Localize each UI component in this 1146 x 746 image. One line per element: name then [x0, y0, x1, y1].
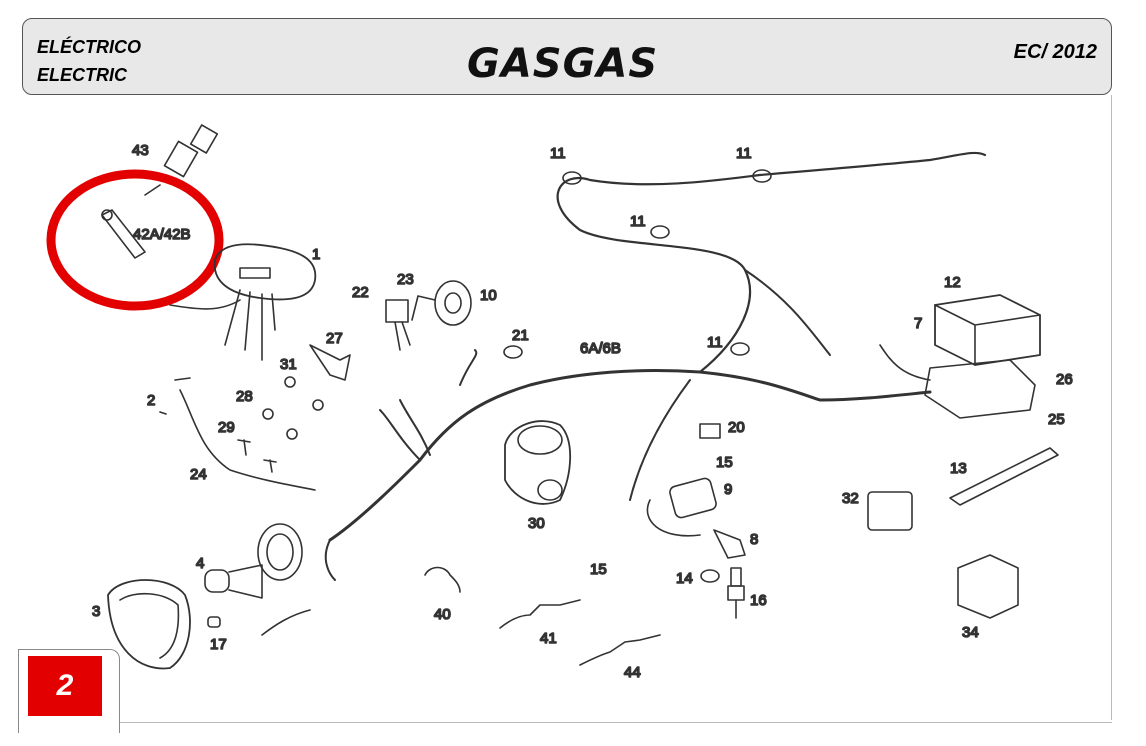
callout-25: 25 — [1048, 411, 1065, 428]
spark-plug-16 — [727, 567, 745, 619]
harness-branch-down — [629, 379, 691, 501]
callout-10: 10 — [480, 287, 497, 304]
clamp-11c — [650, 225, 670, 239]
connector-43 — [144, 124, 219, 196]
callout-40: 40 — [434, 606, 451, 623]
wire-clip-44 — [579, 634, 661, 666]
strap-13 — [949, 447, 1059, 506]
section-title-es: ELÉCTRICO — [37, 37, 142, 57]
section-title-en: ELECTRIC — [37, 65, 127, 85]
main-harness — [328, 369, 932, 542]
page-header: ELÉCTRICO ELECTRIC GASGAS EC/ 2012 — [22, 18, 1112, 95]
terminal-2 — [159, 377, 191, 415]
bracket-27 — [309, 344, 351, 381]
hardware-28-29 — [237, 376, 324, 473]
harness-headlight-branch — [324, 539, 336, 581]
callout-11d: 11 — [707, 334, 723, 351]
clip-40 — [424, 566, 461, 593]
callout-43: 43 — [132, 142, 149, 159]
callout-3: 3 — [92, 603, 100, 620]
callout-11a: 11 — [550, 145, 566, 162]
section-title: ELÉCTRICO ELECTRIC — [37, 33, 141, 89]
callout-27: 27 — [326, 330, 343, 347]
callout-30: 30 — [528, 515, 545, 532]
clamp-11d — [730, 342, 750, 356]
callout-1: 1 — [312, 246, 320, 263]
callout-20: 20 — [728, 419, 745, 436]
callout-29: 29 — [218, 419, 235, 436]
callout-12: 12 — [944, 274, 961, 291]
frame-right-border — [1111, 95, 1112, 720]
wire-clip-41 — [499, 599, 581, 629]
callout-8: 8 — [750, 531, 758, 548]
harness-branch-right — [744, 269, 831, 356]
callout-44: 44 — [624, 664, 641, 681]
callout-6: 6A/6B — [580, 340, 621, 357]
horn-10 — [411, 280, 472, 326]
callout-34: 34 — [962, 624, 979, 641]
callout-24: 24 — [190, 466, 207, 483]
socket-wire — [261, 609, 311, 636]
clamp-11a — [562, 171, 582, 185]
bulb-4 — [204, 564, 263, 599]
handlebar-switch-30 — [504, 420, 572, 505]
callout-31: 31 — [280, 356, 297, 373]
highlight-circle — [46, 169, 224, 311]
callout-42: 42A/42B — [133, 226, 191, 243]
plug-cap-8 — [713, 529, 746, 559]
callout-7: 7 — [914, 315, 922, 332]
callout-9: 9 — [724, 481, 732, 498]
callout-11b: 11 — [736, 145, 752, 162]
clamp-11b — [752, 169, 772, 183]
harness-left-bundle — [379, 399, 431, 461]
callout-23: 23 — [397, 271, 414, 288]
callout-21: 21 — [512, 327, 529, 344]
instrument-panel-1 — [169, 243, 317, 361]
callout-26: 26 — [1056, 371, 1073, 388]
callout-4: 4 — [196, 555, 204, 572]
connector-20 — [699, 423, 721, 439]
clamp-14 — [700, 569, 720, 583]
callout-22: 22 — [352, 284, 369, 301]
cable-24 — [179, 389, 316, 491]
callout-15b: 15 — [590, 561, 607, 578]
ignition-coil-9 — [646, 477, 717, 537]
callout-16: 16 — [750, 592, 767, 609]
relay-23 — [385, 299, 411, 351]
callout-17: 17 — [210, 636, 227, 653]
callout-11c: 11 — [630, 213, 646, 230]
regulator-32 — [867, 491, 913, 531]
bracket-42 — [101, 209, 146, 259]
model-label: EC/ 2012 — [1013, 41, 1097, 63]
callout-41: 41 — [540, 630, 557, 647]
page-number: 2 — [28, 656, 102, 716]
frame-bottom-border — [120, 722, 1112, 723]
harness-branch-connector — [459, 349, 478, 386]
callout-13: 13 — [950, 460, 967, 477]
headlight-3 — [107, 579, 191, 670]
callout-28: 28 — [236, 388, 253, 405]
callout-32: 32 — [842, 490, 859, 507]
harness-upper-loop — [556, 151, 987, 374]
callout-2: 2 — [147, 392, 155, 409]
cdi-unit-12 — [879, 294, 1041, 419]
bulb-17 — [207, 616, 221, 628]
brand-logo: GASGAS — [467, 41, 659, 87]
headlight-ring — [257, 523, 303, 581]
clamp-21 — [503, 345, 523, 359]
battery-34 — [957, 554, 1019, 619]
callout-15a: 15 — [716, 454, 733, 471]
callout-14: 14 — [676, 570, 693, 587]
